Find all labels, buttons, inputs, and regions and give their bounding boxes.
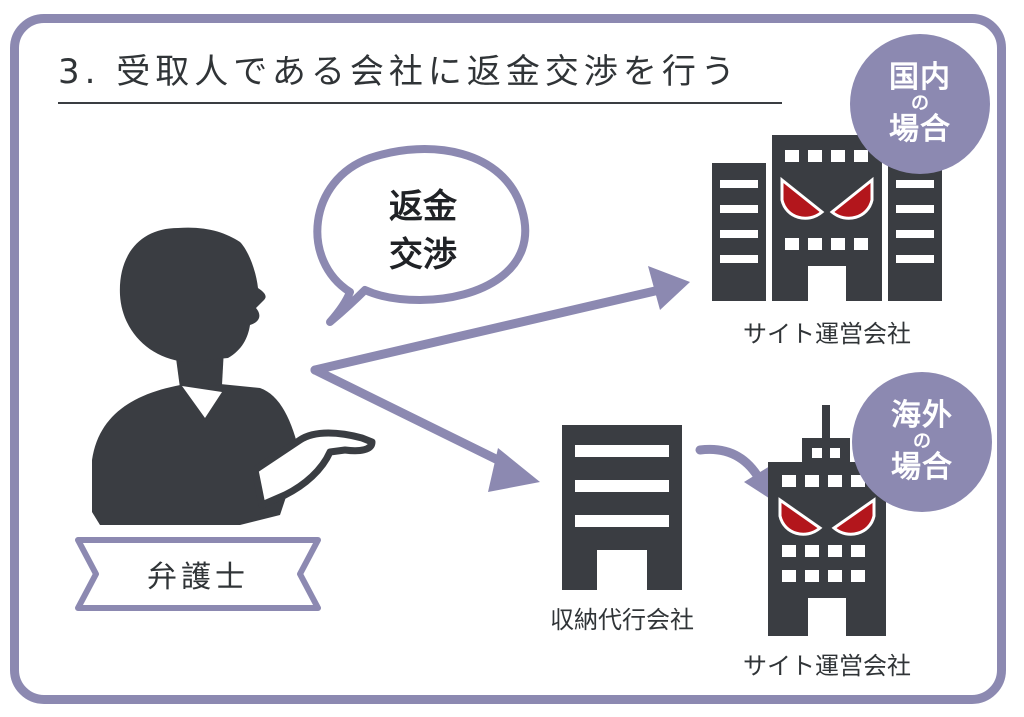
overseas-company-label: サイト運営会社 [743,652,911,680]
payment-agent-label: 収納代行会社 [550,606,694,634]
domestic-company-building [712,135,942,301]
overseas-badge-line3: 場合 [891,450,953,486]
arrow-to-payment-agent [310,365,540,492]
domestic-company-eyes [780,176,874,220]
payment-agent-building [562,425,682,590]
overseas-company-building [768,405,886,636]
lawyer-name-ribbon [75,537,321,611]
diagram-title: 3. 受取人である会社に返金交渉を行う [58,52,740,92]
speech-bubble-line2: 交渉 [389,235,457,275]
overseas-company-eyes [778,497,876,536]
lawyer-figure [92,227,300,525]
speech-bubble-text: 返金 交渉 [368,183,478,279]
arrow-to-domestic-company [310,266,690,375]
overseas-badge-line2: の [913,430,931,452]
domestic-badge-line2: の [911,92,929,114]
domestic-badge-line1: 国内 [889,60,951,96]
domestic-badge: 国内 の 場合 [850,34,990,174]
title-underline [58,102,782,104]
lawyer-hand [251,429,376,509]
domestic-badge-line3: 場合 [889,112,951,148]
speech-bubble [313,145,530,326]
speech-bubble-line1: 返金 [389,187,457,227]
overseas-badge: 海外 の 場合 [852,372,992,512]
arrow-agent-to-overseas [695,444,775,502]
lawyer-label: 弁護士 [147,560,249,595]
overseas-badge-line1: 海外 [891,398,953,434]
lawyer-collar [182,386,222,418]
domestic-company-label: サイト運営会社 [743,320,911,348]
